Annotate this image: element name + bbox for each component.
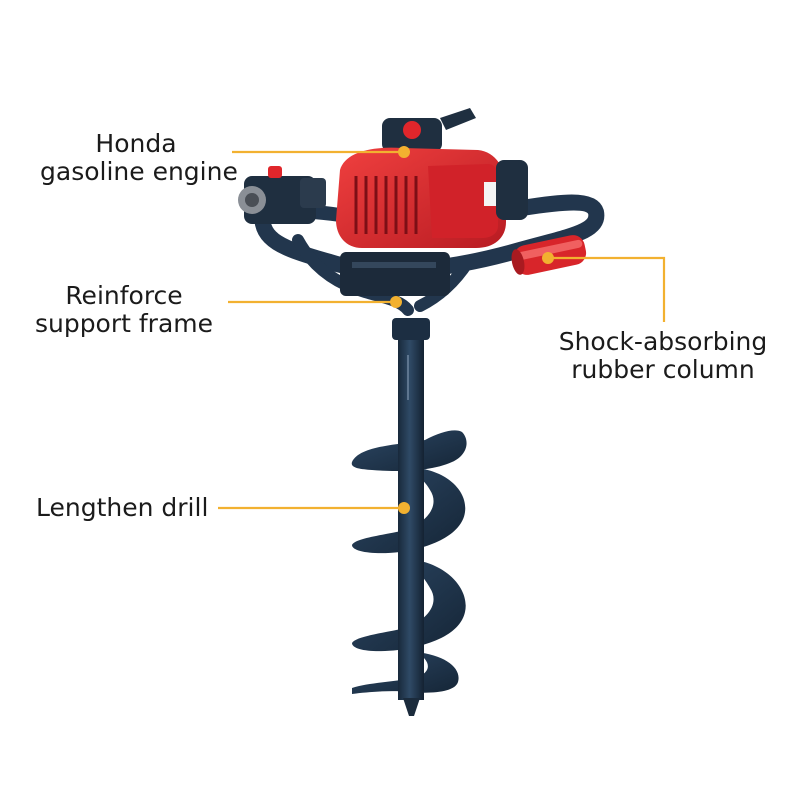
callout-engine-line-1: Honda <box>95 129 177 158</box>
engine-cover-panel <box>428 164 498 238</box>
shaft-collar <box>392 318 430 340</box>
callout-frame-line-2: support frame <box>34 309 214 338</box>
callout-leaders <box>218 146 666 514</box>
leader-rubber <box>548 256 666 322</box>
callout-drill: Lengthen drill <box>36 494 226 522</box>
gasoline-engine <box>336 108 528 248</box>
dot-engine <box>398 146 410 158</box>
engine-vents <box>354 176 418 234</box>
callout-drill-line-1: Lengthen drill <box>36 493 209 522</box>
auger-flight-upper <box>352 468 466 554</box>
pull-starter <box>440 108 476 130</box>
callout-rubber-line-2: rubber column <box>571 355 755 384</box>
auger-flight-middle <box>352 560 466 652</box>
callout-frame-line-1: Reinforce <box>65 281 183 310</box>
dot-rubber <box>542 252 554 264</box>
auger-shaft <box>398 330 424 700</box>
engine-mount-fins <box>352 262 436 268</box>
callout-engine: Honda gasoline engine <box>40 129 238 186</box>
callout-rubber-line-1: Shock-absorbing <box>558 327 768 356</box>
dot-frame <box>390 296 402 308</box>
fuel-tank <box>496 160 528 220</box>
engine-mount <box>340 252 450 296</box>
callout-frame: Reinforce support frame <box>34 282 214 338</box>
dot-drill <box>398 502 410 514</box>
engine-badge <box>484 182 498 206</box>
callout-engine-line-2: gasoline engine <box>40 157 238 186</box>
auger-flight-lower <box>352 652 459 694</box>
callout-rubber: Shock-absorbing rubber column <box>552 328 774 384</box>
drill-tip <box>403 698 420 716</box>
throttle-handle <box>238 166 326 224</box>
